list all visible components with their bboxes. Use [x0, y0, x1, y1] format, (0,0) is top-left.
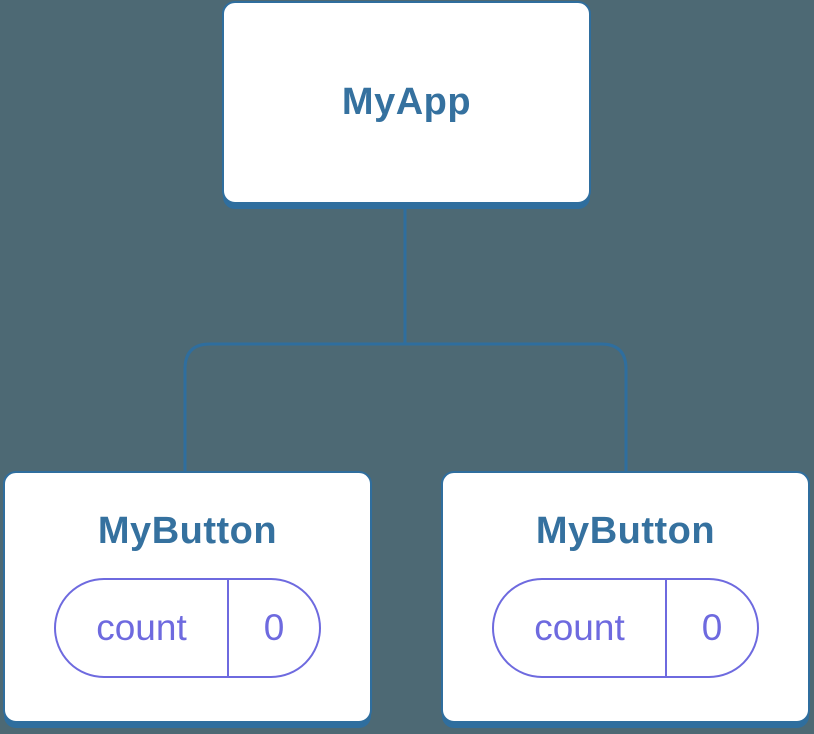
branch-bracket-line [183, 342, 628, 480]
state-pill: count 0 [54, 577, 321, 678]
state-key-label: count [96, 606, 187, 648]
component-name: MyButton [97, 510, 278, 552]
component-name: MyApp [341, 80, 472, 123]
component-name: MyButton [535, 510, 716, 552]
state-pill: count 0 [492, 577, 759, 678]
component-card-mybutton-1: MyButton count 0 [3, 471, 372, 723]
state-value: 0 [665, 579, 757, 676]
component-card-myapp: MyApp [222, 1, 591, 204]
state-key-label: count [534, 606, 625, 648]
component-card-mybutton-2: MyButton count 0 [441, 471, 810, 723]
state-value: 0 [227, 579, 319, 676]
